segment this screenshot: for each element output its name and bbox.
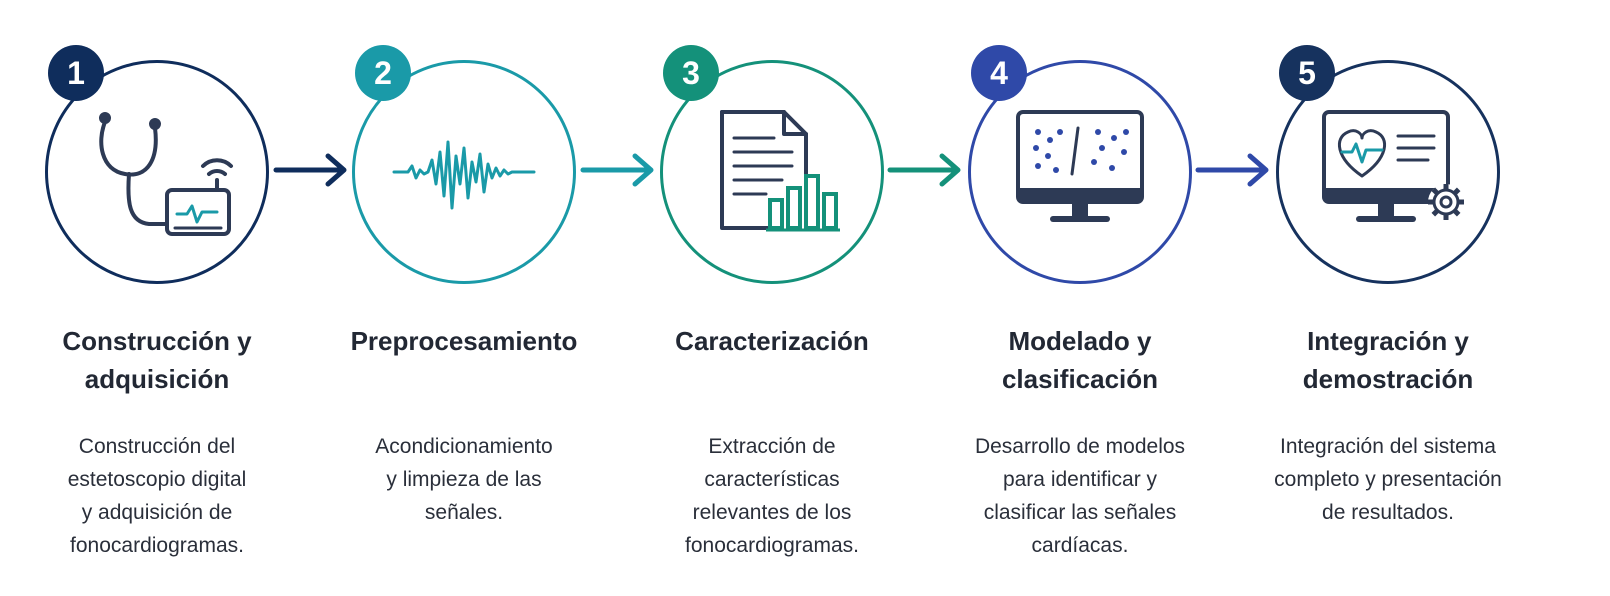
step-1-title-line-1: Construcción y (62, 326, 252, 356)
step-5-desc-line-1: Integración del sistema (1280, 435, 1496, 458)
step-4-desc-line-1: Desarrollo de modelos (974, 435, 1186, 458)
step-4-title-line-1: Modelado y (1008, 326, 1152, 356)
step-4-badge: 4 (971, 45, 1027, 101)
arrow-1-to-2 (273, 153, 347, 187)
step-1-desc-line-3: y adquisición de (81, 501, 233, 524)
step-2-desc-line-1: Acondicionamiento (375, 435, 553, 458)
step-4-title: Modelado y clasificación (935, 322, 1225, 398)
step-1-desc-line-4: fonocardiogramas. (70, 534, 244, 557)
arrow-4-to-5 (1195, 153, 1269, 187)
monitor-heart-gear-icon (1322, 110, 1464, 222)
step-1-description: Construcción del estetoscopio digital y … (12, 430, 302, 562)
stethoscope-device-icon (99, 112, 233, 236)
step-2-icon-wrap (352, 60, 576, 284)
step-4-desc-line-4: cardíacas. (1031, 534, 1129, 557)
step-3-desc-line-4: fonocardiogramas. (685, 534, 859, 557)
monitor-classification-icon (1016, 110, 1144, 222)
step-3-desc-line-3: relevantes de los (692, 501, 852, 524)
step-3-icon-wrap (660, 60, 884, 284)
step-5-desc-line-3: de resultados. (1322, 501, 1454, 524)
step-1-badge: 1 (48, 45, 104, 101)
step-3-title: Caracterización (627, 322, 917, 360)
step-2-badge: 2 (355, 45, 411, 101)
step-5-desc-line-2: completo y presentación (1274, 468, 1502, 491)
step-1-title-line-2: adquisición (84, 364, 230, 394)
step-4-title-line-2: clasificación (1001, 364, 1159, 394)
step-3-desc-line-1: Extracción de (708, 435, 836, 458)
step-4-desc-line-2: para identificar y (1002, 468, 1158, 491)
step-1-desc-line-1: Construcción del (78, 435, 236, 458)
document-chart-icon (720, 110, 840, 232)
step-5-title-line-2: demostración (1302, 364, 1474, 394)
step-4-desc-line-3: clasificar las señales (983, 501, 1177, 524)
step-1-title: Construcción y adquisición (12, 322, 302, 398)
arrow-3-to-4 (887, 153, 961, 187)
arrow-2-to-3 (580, 153, 654, 187)
step-2-desc-line-3: señales. (424, 501, 504, 524)
step-5-title-line-1: Integración y (1307, 326, 1469, 356)
step-2-title: Preprocesamiento (319, 322, 609, 360)
step-2-desc-line-2: y limpieza de las (386, 468, 542, 491)
step-4-description: Desarrollo de modelos para identificar y… (935, 430, 1225, 562)
step-3-title-line-1: Caracterización (675, 326, 869, 356)
step-3-badge: 3 (663, 45, 719, 101)
step-3-desc-line-2: características (704, 468, 840, 491)
step-5-badge: 5 (1279, 45, 1335, 101)
step-5-description: Integración del sistema completo y prese… (1243, 430, 1533, 529)
step-5-icon-wrap (1276, 60, 1500, 284)
step-2-title-line-1: Preprocesamiento (350, 326, 578, 356)
step-1-desc-line-2: estetoscopio digital (67, 468, 247, 491)
step-1-icon-wrap (45, 60, 269, 284)
step-2-description: Acondicionamiento y limpieza de las seña… (319, 430, 609, 529)
step-4-icon-wrap (968, 60, 1192, 284)
step-3-description: Extracción de características relevantes… (627, 430, 917, 562)
waveform-icon (392, 140, 536, 210)
step-5-title: Integración y demostración (1243, 322, 1533, 398)
